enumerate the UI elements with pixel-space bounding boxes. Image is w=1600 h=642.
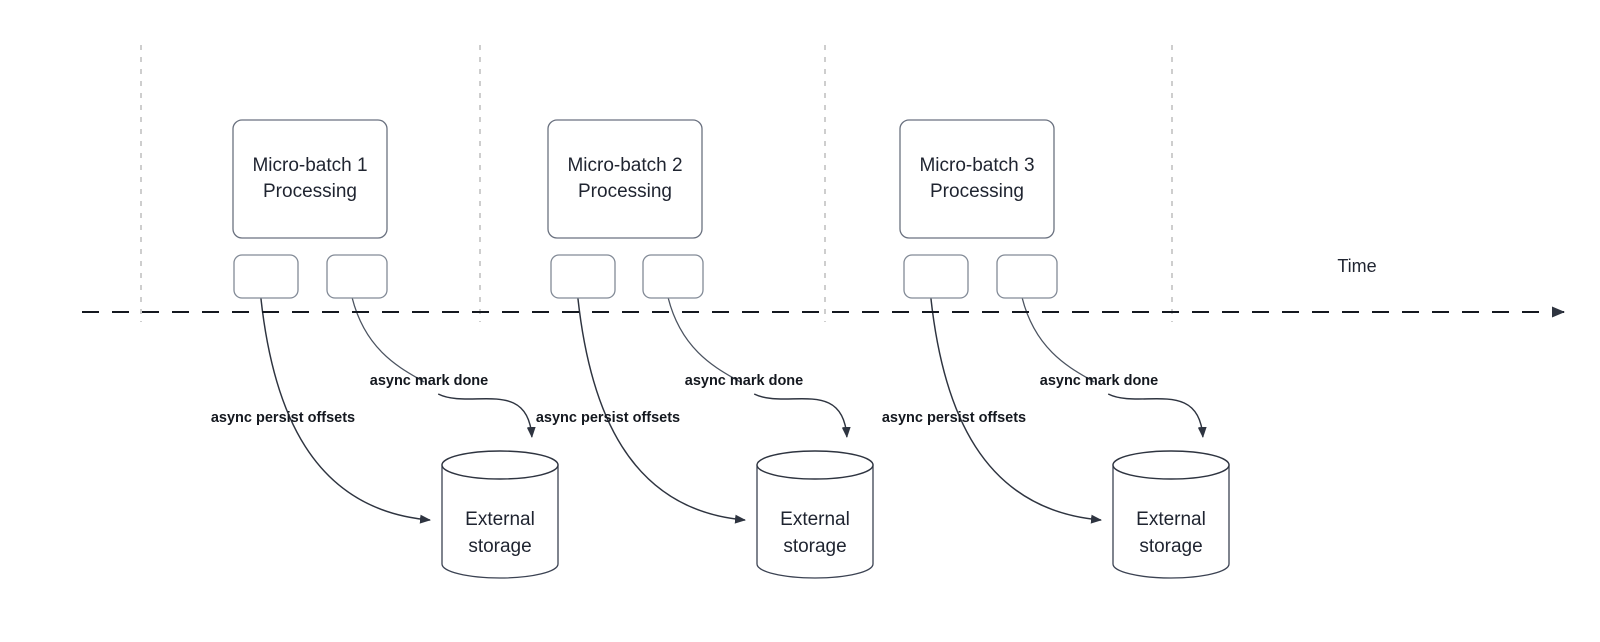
micro-batch-box[interactable]: [899, 119, 1055, 239]
edge-async-persist-offsets-3: [930, 297, 1102, 524]
edge-label-async-mark-done-3: async mark done: [1040, 373, 1158, 389]
micro-batch-label-line1: Micro-batch 2: [567, 155, 682, 176]
cylinder-body: [756, 464, 874, 579]
cylinder-top-ellipse: [1112, 450, 1230, 480]
flow-edges: [260, 297, 1207, 524]
micro-batch-label-line2: Processing: [578, 181, 672, 202]
edge-label-async-persist-offsets-1: async persist offsets: [211, 410, 355, 426]
edge-async-persist-offsets-1: [260, 297, 431, 524]
cylinder-body: [441, 464, 559, 579]
micro-batch-node-3[interactable]: Micro-batch 3 Processing: [899, 119, 1055, 239]
external-storage-node-1[interactable]: External storage: [441, 450, 559, 579]
edge-async-mark-done-lower-1: [437, 393, 536, 438]
external-storage-label-line2: storage: [468, 536, 531, 557]
edge-async-mark-done-upper-3: [1021, 297, 1095, 383]
edge-async-mark-done-upper-2: [667, 297, 741, 383]
micro-batch-node-1[interactable]: Micro-batch 1 Processing: [232, 119, 388, 239]
mark-done-task-3[interactable]: [996, 254, 1058, 299]
mark-done-task-1[interactable]: [326, 254, 388, 299]
external-storage-label-line1: External: [780, 509, 850, 530]
edge-label-async-mark-done-2: async mark done: [685, 373, 803, 389]
guide-lines: [140, 45, 1173, 322]
time-axis-label: Time: [1337, 256, 1376, 276]
micro-batch-label-line1: Micro-batch 3: [919, 155, 1034, 176]
micro-batch-box[interactable]: [547, 119, 703, 239]
external-storage-label-line2: storage: [783, 536, 846, 557]
persist-offsets-task-2[interactable]: [550, 254, 616, 299]
micro-batch-label-line1: Micro-batch 1: [252, 155, 367, 176]
external-storage-node-3[interactable]: External storage: [1112, 450, 1230, 579]
cylinder-top-ellipse: [756, 450, 874, 480]
edge-async-mark-done-lower-2: [753, 393, 851, 438]
micro-batch-node-2[interactable]: Micro-batch 2 Processing: [547, 119, 703, 239]
edge-labels: async mark done async persist offsets asyn…: [211, 373, 1158, 426]
edge-async-persist-offsets-2: [577, 297, 746, 524]
external-storage-label-line1: External: [1136, 509, 1206, 530]
persist-offsets-task-3[interactable]: [903, 254, 969, 299]
time-axis-label-text: Time: [1337, 256, 1376, 276]
external-storage-label-line2: storage: [1139, 536, 1202, 557]
edge-label-async-persist-offsets-3: async persist offsets: [882, 410, 1026, 426]
external-storage-label-line1: External: [465, 509, 535, 530]
mark-done-task-2[interactable]: [642, 254, 704, 299]
cylinder-top-ellipse: [441, 450, 559, 480]
edge-async-mark-done-lower-3: [1107, 393, 1207, 438]
external-storage-node-2[interactable]: External storage: [756, 450, 874, 579]
persist-offsets-task-1[interactable]: [233, 254, 299, 299]
edge-label-async-persist-offsets-2: async persist offsets: [536, 410, 680, 426]
micro-batch-label-line2: Processing: [263, 181, 357, 202]
cylinder-body: [1112, 464, 1230, 579]
micro-batch-label-line2: Processing: [930, 181, 1024, 202]
edge-async-mark-done-upper-1: [351, 297, 425, 383]
edge-label-async-mark-done-1: async mark done: [370, 373, 488, 389]
micro-batch-box[interactable]: [232, 119, 388, 239]
